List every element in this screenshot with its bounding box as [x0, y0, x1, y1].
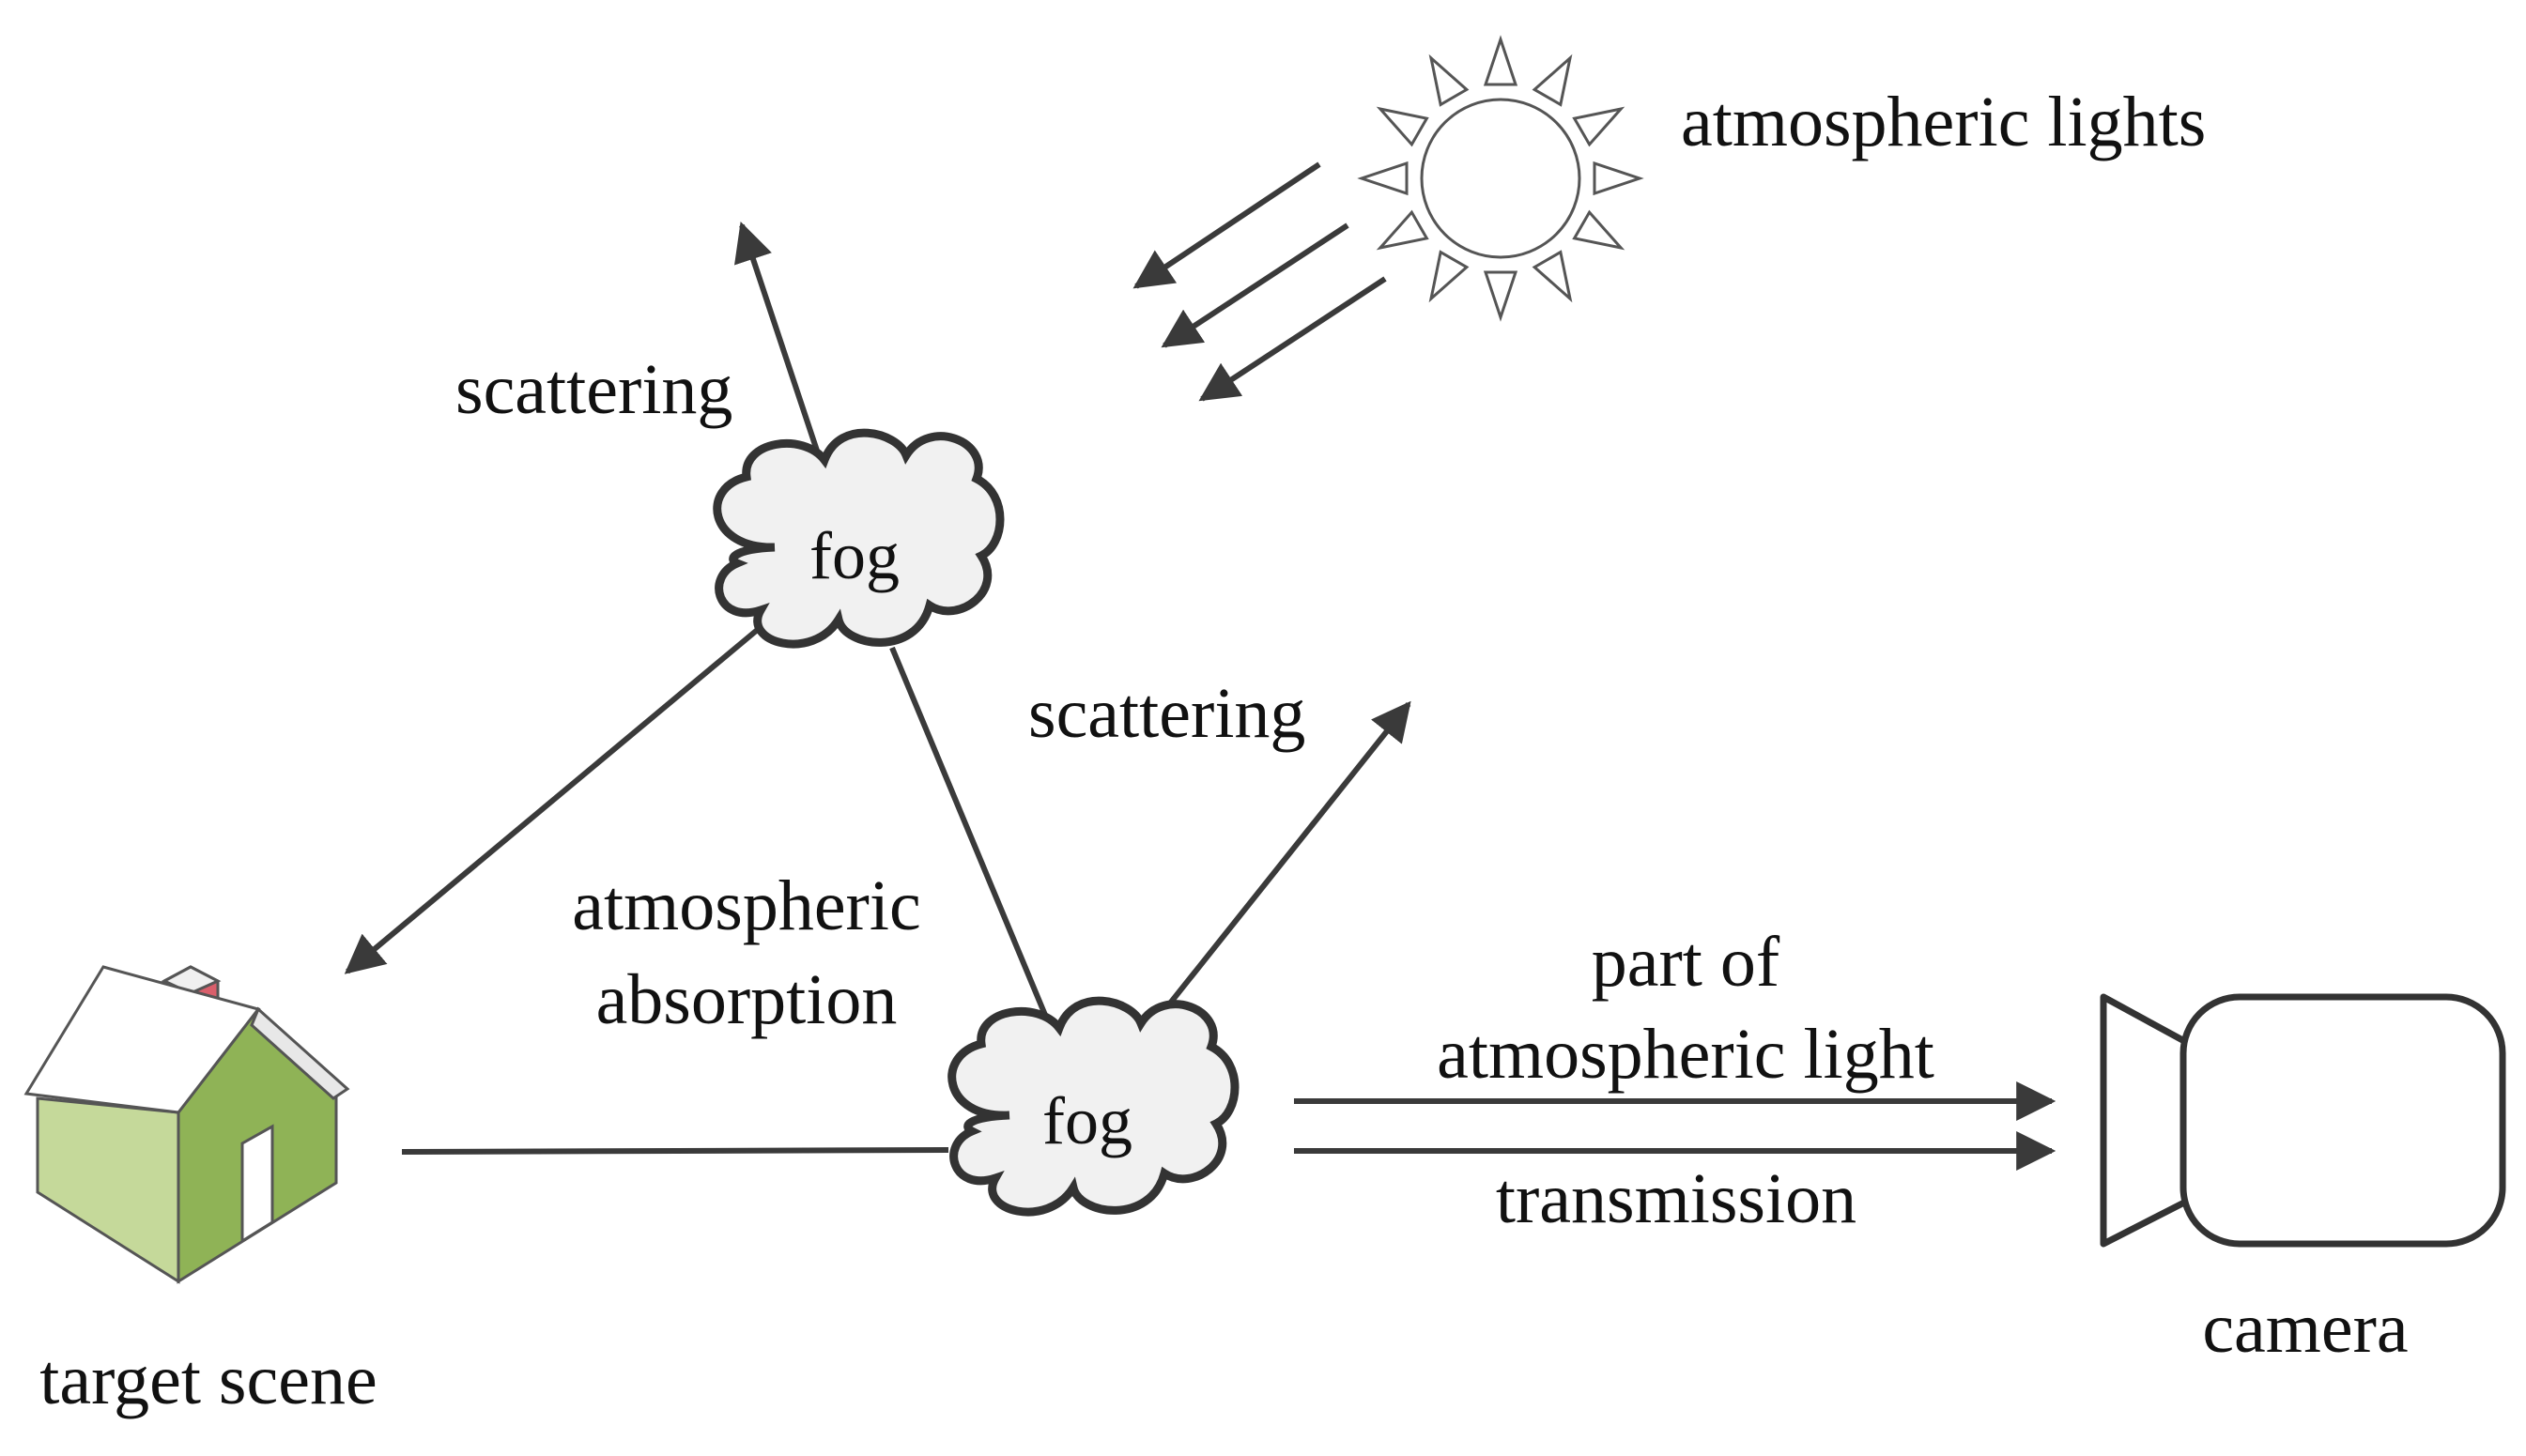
fog-to-fog-line [889, 646, 1059, 1044]
fog-cloud-top [713, 428, 1005, 649]
atmospheric-absorption-label-1: atmospheric [572, 866, 920, 945]
part-of-atmospheric-light-label-1: part of [1592, 923, 1780, 1002]
house-icon [23, 965, 350, 1284]
target-scene-label: target scene [39, 1341, 377, 1419]
scattering-label-top: scattering [455, 350, 732, 429]
cloud-icon [947, 996, 1240, 1217]
fog-label-bottom: fog [1042, 1083, 1132, 1158]
sunlight-arrow-3 [1198, 276, 1387, 402]
camera-label: camera [2202, 1289, 2408, 1368]
cloud-icon [713, 428, 1005, 649]
scattering-arrow-top [734, 222, 829, 480]
scattering-arrow-mid [1166, 700, 1411, 1006]
sunlight-arrow-1 [1132, 161, 1321, 289]
scattering-label-mid: scattering [1028, 674, 1305, 753]
fog-label-top: fog [809, 518, 900, 593]
absorption-arrow-to-scene [344, 624, 762, 974]
part-of-atmospheric-light-label-2: atmospheric light [1437, 1015, 1934, 1094]
sunlight-arrow-2 [1161, 222, 1349, 348]
camera-icon [2100, 993, 2506, 1248]
atmospheric-lights-label: atmospheric lights [1681, 83, 2206, 161]
transmission-label: transmission [1496, 1159, 1856, 1238]
fog-cloud-bottom [947, 996, 1240, 1217]
atmospheric-absorption-label-2: absorption [596, 960, 898, 1039]
scene-to-fog-line [401, 1147, 949, 1155]
sun-icon [1357, 35, 1644, 322]
